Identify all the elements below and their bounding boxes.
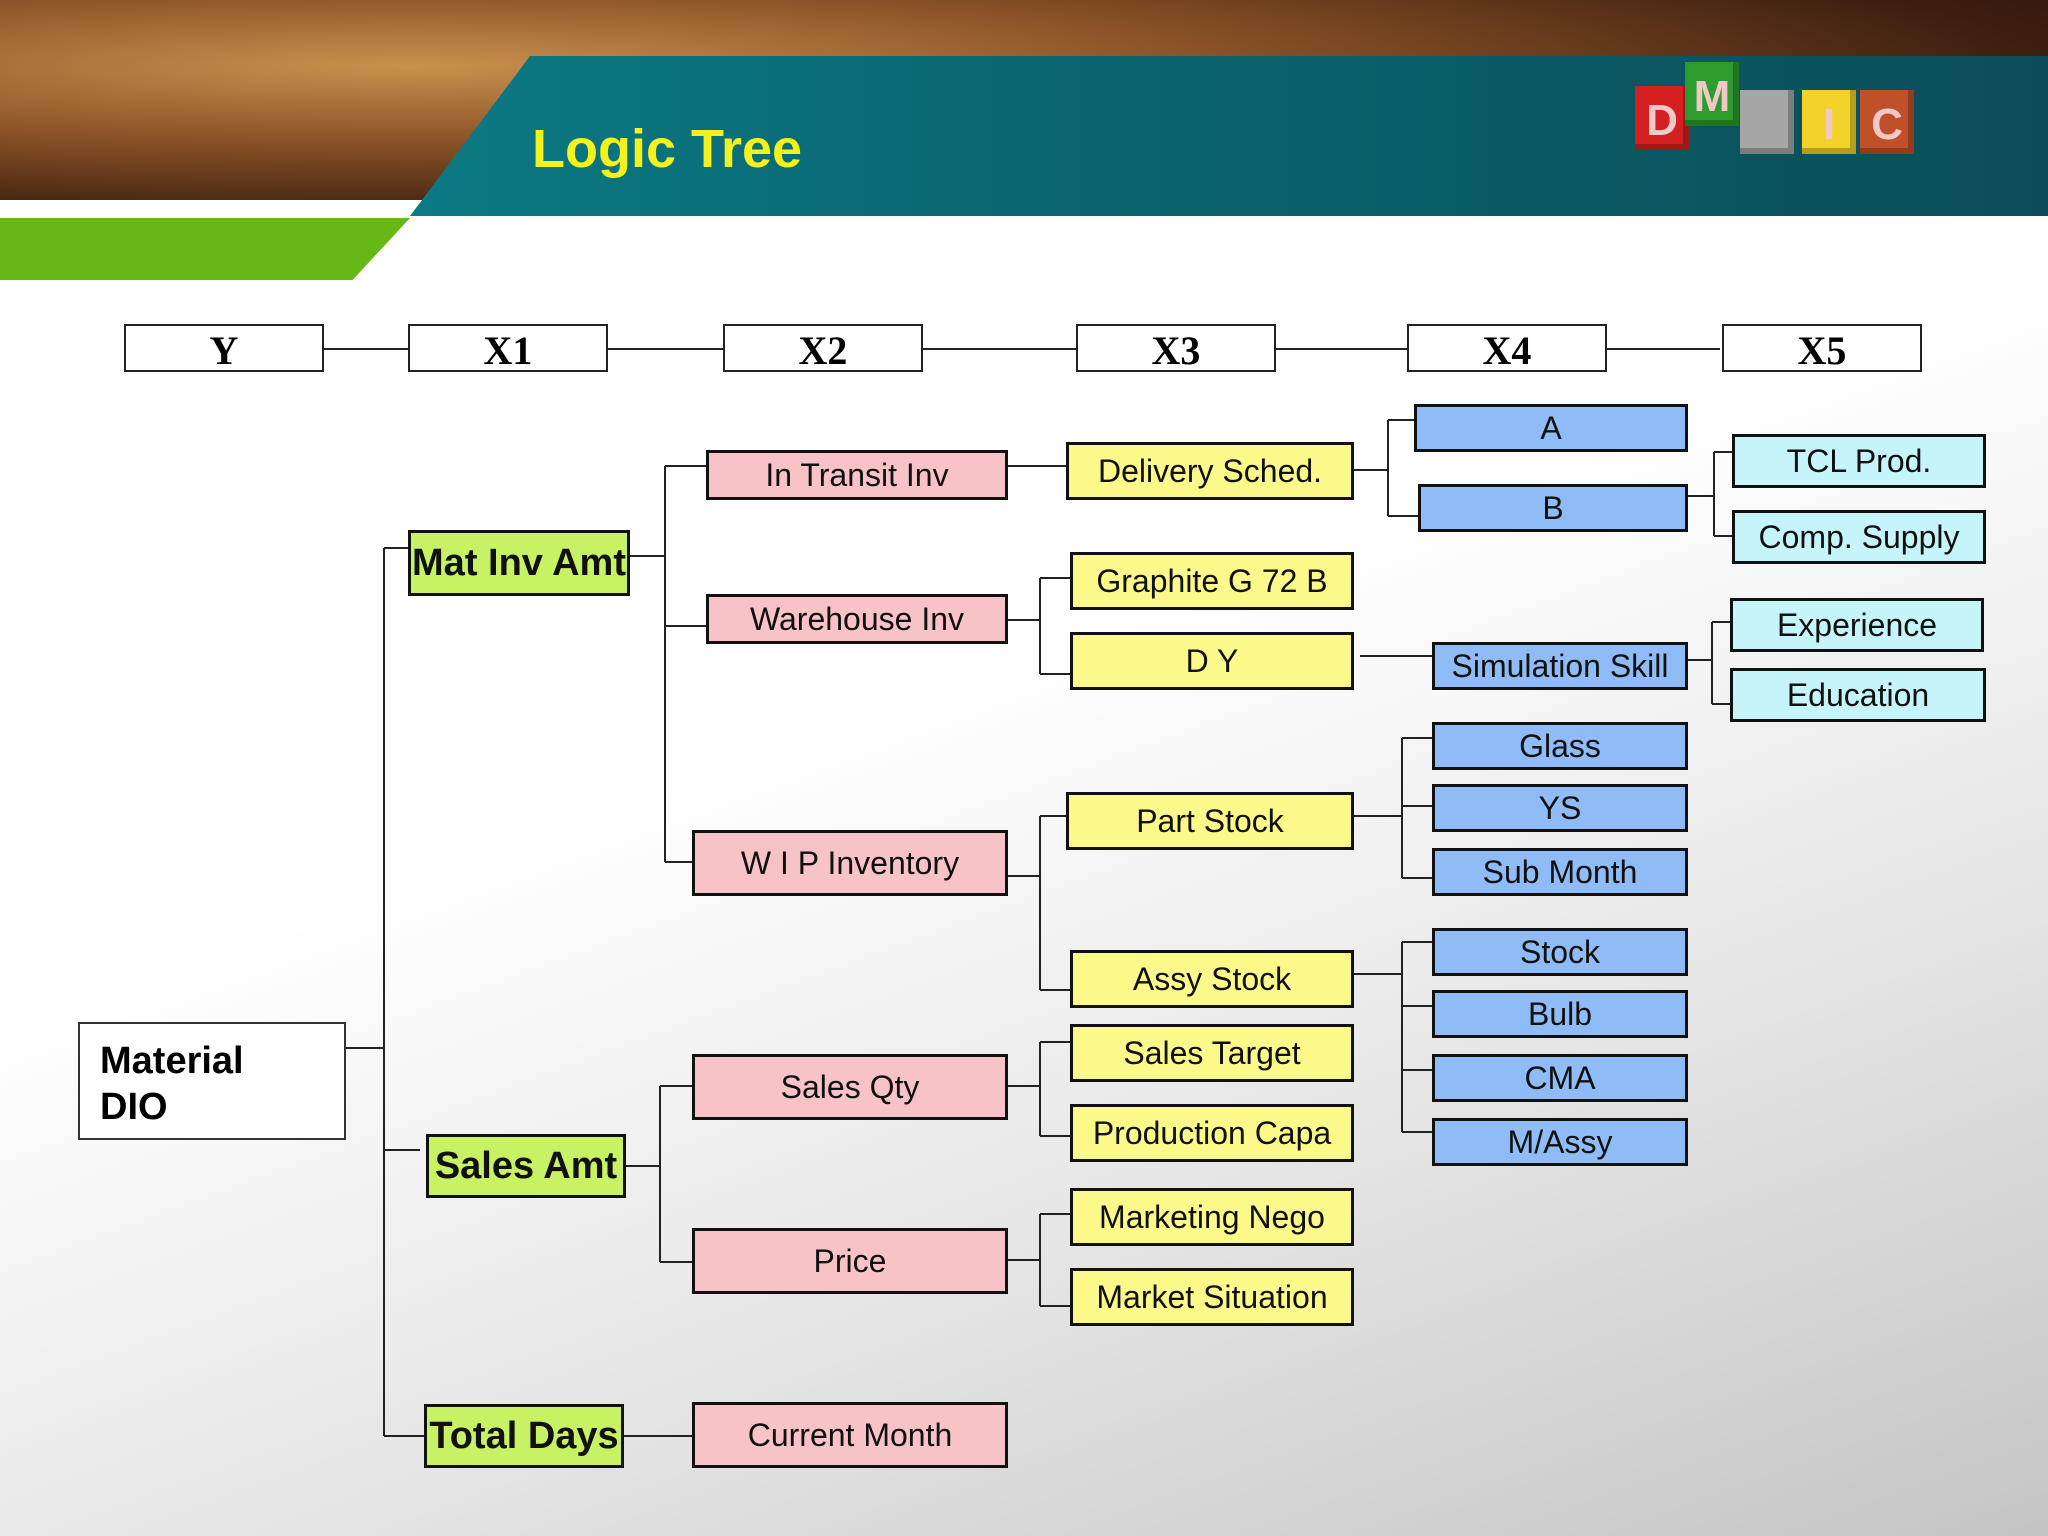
x4-node-b: B [1418,484,1688,532]
x2-node-warehouse-inv: Warehouse Inv [706,594,1008,644]
dmaic-logo: D M I C [1630,60,1930,170]
header-x1: X1 [408,324,608,373]
x3-node-dy: D Y [1070,632,1354,690]
root-node-material-dio: Material DIO [78,1022,346,1140]
x5-node-comp-supply: Comp. Supply [1732,510,1986,564]
header-x3: X3 [1076,324,1276,373]
header-x5: X5 [1722,324,1922,373]
x4-node-stock: Stock [1432,928,1688,976]
logo-cube-d: D [1635,86,1689,150]
slide-background [0,200,2048,1536]
header-y: Y [124,324,324,373]
x1-node-total-days: Total Days [424,1404,624,1468]
x3-node-assy-stock: Assy Stock [1070,950,1354,1008]
root-line-2: DIO [100,1086,168,1128]
header-x4: X4 [1407,324,1607,373]
logo-cube-a [1740,90,1794,154]
x4-node-m-assy: M/Assy [1432,1118,1688,1166]
x3-node-market-situation: Market Situation [1070,1268,1354,1326]
x5-node-education: Education [1730,668,1986,722]
x3-node-production-capa: Production Capa [1070,1104,1354,1162]
x3-node-marketing-nego: Marketing Nego [1070,1188,1354,1246]
header-x2: X2 [723,324,923,373]
x2-node-sales-qty: Sales Qty [692,1054,1008,1120]
x2-node-in-transit-inv: In Transit Inv [706,450,1008,500]
x4-node-bulb: Bulb [1432,990,1688,1038]
x3-node-delivery-sched: Delivery Sched. [1066,442,1354,500]
x4-node-ys: YS [1432,784,1688,832]
x4-node-a: A [1414,404,1688,452]
x2-node-wip-inventory: W I P Inventory [692,830,1008,896]
slide-title: Logic Tree [532,119,803,179]
x3-node-part-stock: Part Stock [1066,792,1354,850]
x5-node-tcl-prod: TCL Prod. [1732,434,1986,488]
accent-bar [0,218,410,280]
x3-node-sales-target: Sales Target [1070,1024,1354,1082]
x1-node-mat-inv-amt: Mat Inv Amt [408,530,630,596]
x4-node-glass: Glass [1432,722,1688,770]
x2-node-current-month: Current Month [692,1402,1008,1468]
x4-node-sub-month: Sub Month [1432,848,1688,896]
logo-cube-c: C [1860,90,1914,154]
x4-node-simulation-skill: Simulation Skill [1432,642,1688,690]
root-line-1: Material [100,1040,244,1082]
x2-node-price: Price [692,1228,1008,1294]
x5-node-experience: Experience [1730,598,1984,652]
x3-node-graphite-g72b: Graphite G 72 B [1070,552,1354,610]
x4-node-cma: CMA [1432,1054,1688,1102]
logo-cube-i: I [1802,90,1856,154]
logo-cube-m: M [1685,62,1739,126]
x1-node-sales-amt: Sales Amt [426,1134,626,1198]
